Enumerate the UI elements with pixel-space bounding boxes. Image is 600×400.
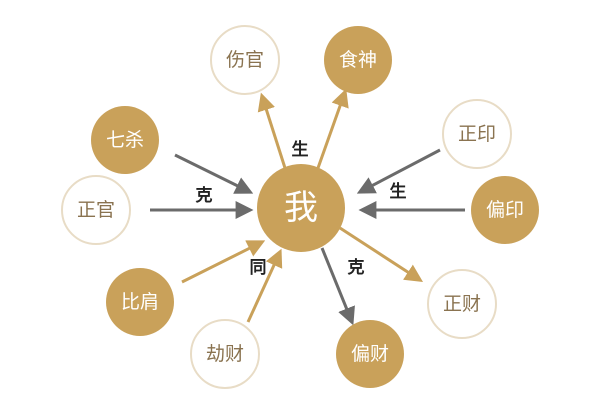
relation-label-tong: 同 xyxy=(250,258,267,278)
arrow-from-qisha xyxy=(174,153,254,194)
arrow-to-shishen xyxy=(316,88,349,169)
node-bijian-label: 比肩 xyxy=(121,291,159,313)
node-qisha-label: 七杀 xyxy=(106,129,144,151)
node-jiecai-label: 劫财 xyxy=(206,343,244,365)
arrow-to-shangguan xyxy=(257,92,287,169)
node-piancai-label: 偏财 xyxy=(351,343,389,365)
node-bijian: 比肩 xyxy=(106,268,174,336)
node-shangguan: 伤官 xyxy=(210,25,280,95)
node-qisha: 七杀 xyxy=(91,106,159,174)
relation-label-sheng-out: 生 xyxy=(292,139,309,160)
node-shishen: 食神 xyxy=(324,26,392,94)
node-shishen-label: 食神 xyxy=(339,49,377,71)
node-piancai: 偏财 xyxy=(336,320,404,388)
node-zhengyin-label: 正印 xyxy=(458,123,496,145)
arrow-from-jiecai xyxy=(246,248,283,323)
arrow-to-zhengcai xyxy=(339,226,424,282)
arrow-from-zhengyin xyxy=(356,148,441,194)
node-zhengcai-label: 正财 xyxy=(443,293,481,315)
relation-label-ke-in: 克 xyxy=(196,185,213,206)
node-zhengguan: 正官 xyxy=(61,175,131,245)
node-zhengcai: 正财 xyxy=(427,269,497,339)
node-pianyin: 偏印 xyxy=(471,176,539,244)
node-shangguan-label: 伤官 xyxy=(226,49,264,71)
relation-label-ke-out: 克 xyxy=(348,257,365,278)
node-zhengguan-label: 正官 xyxy=(77,199,115,221)
center-node: 我 xyxy=(257,164,345,252)
arrow-to-piancai xyxy=(320,247,355,326)
node-pianyin-label: 偏印 xyxy=(486,199,524,221)
node-zhengyin: 正印 xyxy=(442,99,512,169)
relation-label-sheng-in: 生 xyxy=(390,181,407,202)
center-label: 我 xyxy=(284,188,318,228)
node-jiecai: 劫财 xyxy=(190,319,260,389)
arrow-from-bijian xyxy=(181,240,266,284)
